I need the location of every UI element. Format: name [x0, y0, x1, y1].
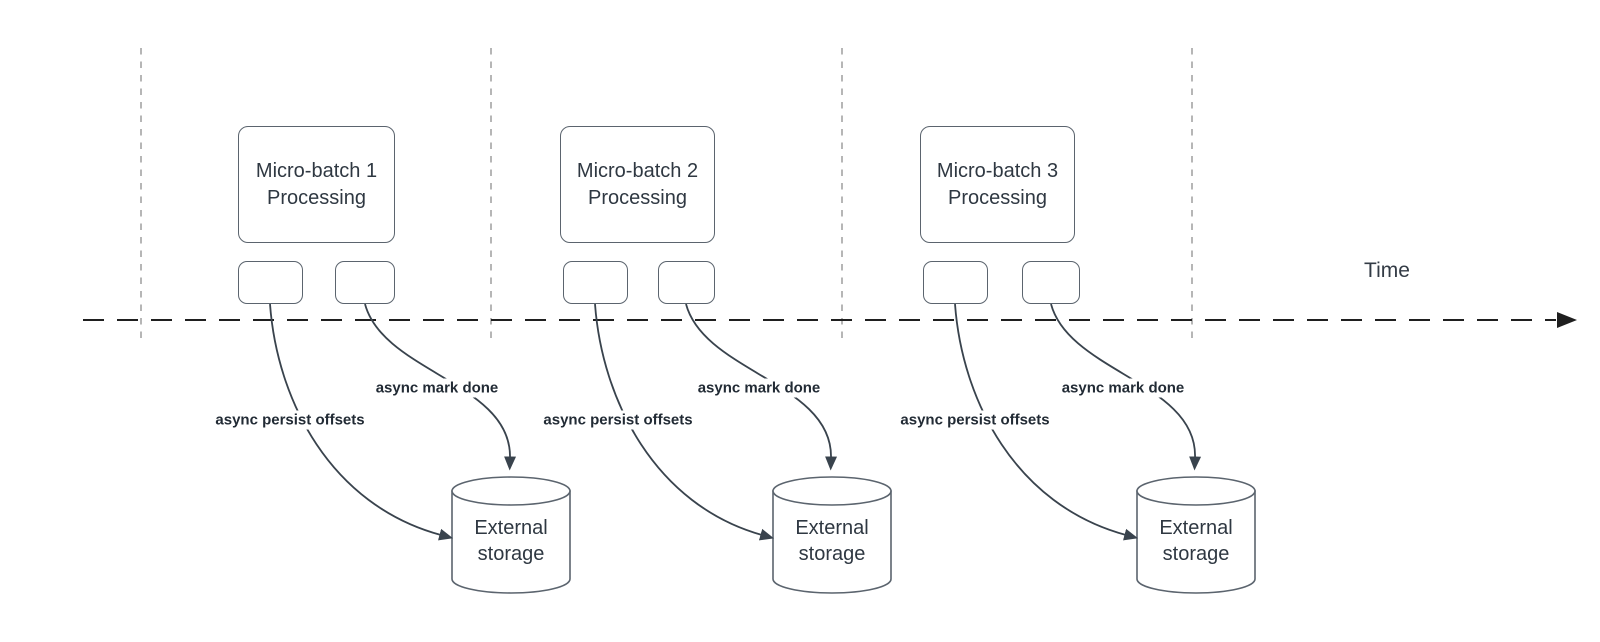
mark-done-task-box-3: [1022, 261, 1080, 304]
cylinder-top: [772, 476, 892, 506]
micro-batch-1-title: Micro-batch 1 Processing: [255, 160, 378, 209]
external-storage-label-2: External storage: [795, 517, 869, 565]
persist-offsets-arrow-1: [269, 303, 454, 541]
external-storage-cylinder-1: [451, 476, 571, 594]
persist-offsets-arrow-label-3: async persist offsets: [897, 410, 1053, 430]
external-storage-label-3: External storage: [1159, 517, 1233, 565]
micro-batch-3-title: Micro-batch 3 Processing: [936, 160, 1059, 209]
mark-done-arrow-label-2: async mark done: [694, 378, 824, 398]
time-axis-label: Time: [1364, 259, 1410, 282]
mark-done-arrow-1: [364, 303, 517, 471]
mark-done-arrow-label-1: async mark done: [372, 378, 502, 398]
micro-batch-2-processing-box: Micro-batch 2 Processing: [560, 126, 715, 243]
persist-offsets-arrow-label-1: async persist offsets: [212, 410, 368, 430]
micro-batch-3-processing-box: Micro-batch 3 Processing: [920, 126, 1075, 243]
persist-offsets-arrow-2: [594, 303, 775, 541]
cylinder-body: [451, 490, 571, 594]
persist-offsets-task-box-1: [238, 261, 303, 304]
mark-done-arrow-2: [685, 303, 838, 471]
timeline-arrowhead-icon: [1557, 312, 1577, 328]
external-storage-cylinder-3: [1136, 476, 1256, 594]
external-storage-cylinder-2: [772, 476, 892, 594]
persist-offsets-arrow-3: [954, 303, 1139, 541]
cylinder-top: [1136, 476, 1256, 506]
micro-batch-2-title: Micro-batch 2 Processing: [576, 160, 699, 209]
cylinder-body: [1136, 490, 1256, 594]
mark-done-arrow-3: [1050, 303, 1202, 471]
mark-done-task-box-1: [335, 261, 395, 304]
cylinder-body: [772, 490, 892, 594]
mark-done-task-box-2: [658, 261, 715, 304]
persist-offsets-arrow-label-2: async persist offsets: [540, 410, 696, 430]
micro-batch-1-processing-box: Micro-batch 1 Processing: [238, 126, 395, 243]
cylinder-top: [451, 476, 571, 506]
persist-offsets-task-box-3: [923, 261, 988, 304]
mark-done-arrow-label-3: async mark done: [1058, 378, 1188, 398]
external-storage-label-1: External storage: [474, 517, 548, 565]
persist-offsets-task-box-2: [563, 261, 628, 304]
